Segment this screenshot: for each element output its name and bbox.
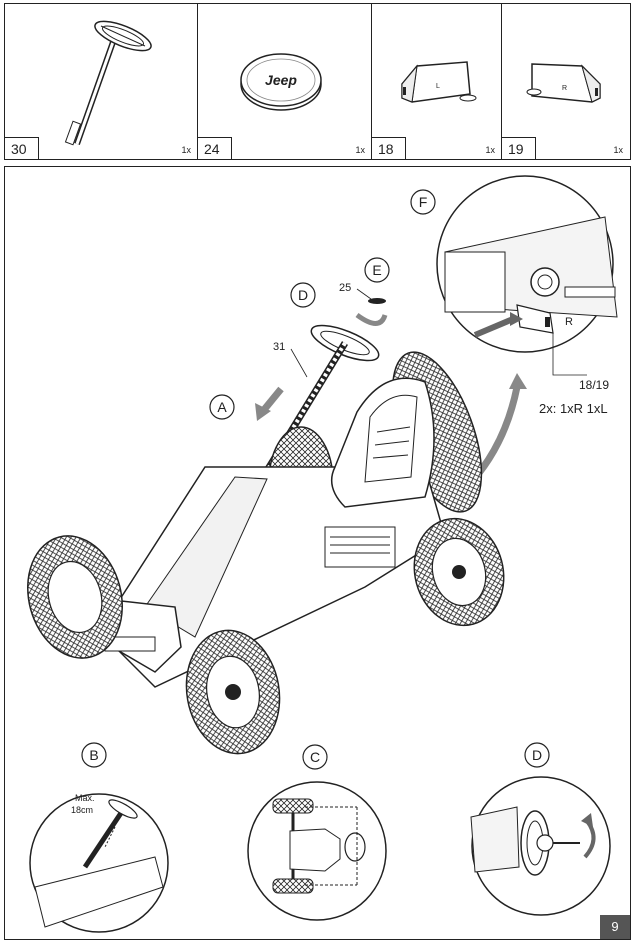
page-number: 9 [600,915,630,939]
bracket-right-illustration: R [526,63,601,103]
bracket-mark-l: L [436,83,440,90]
callout-f: F [419,194,428,210]
detail-b: Max. 18cm [29,793,169,933]
part-quantity: 1x [355,145,365,155]
detail-c [247,781,387,921]
part-ref-25: 25 [339,282,351,294]
go-kart [27,351,505,755]
part-quantity: 1x [485,145,495,155]
part-number: 19 [502,137,536,159]
bracket-mark-r: R [562,85,567,92]
part-number: 18 [372,137,406,159]
part-number: 24 [198,137,232,159]
part-quantity: 1x [613,145,623,155]
detail-b-max: Max. [75,793,95,803]
part-ref-31: 31 [273,341,285,353]
jeep-logo-text: Jeep [265,72,297,88]
detail-f-r-label: R [565,316,573,328]
part-18-cell: L 18 1x [372,4,502,159]
callout-f-circle [410,189,436,215]
assembly-panel: R F 18/19 2x: 1xR 1xL D E 25 31 A [4,166,631,940]
callout-b: B [89,747,98,763]
part-24-cell: Jeep 24 1x [198,4,372,159]
note-2x: 2x: 1xR 1xL [539,401,608,416]
callout-d-top: D [298,287,308,303]
part-30-cell: 30 1x [5,4,198,159]
callout-c: C [310,749,320,765]
callout-a: A [217,399,227,415]
jeep-cap-illustration: Jeep [240,53,322,111]
detail-d [470,776,611,916]
detail-b-18cm: 18cm [71,805,93,815]
part-ref-18-19: 18/19 [579,378,609,392]
part-number: 30 [5,137,39,159]
part-19-cell: R 19 1x [502,4,629,159]
assembly-illustration: R F 18/19 2x: 1xR 1xL D E 25 31 A [27,175,618,933]
callout-d-bottom: D [532,747,542,763]
callout-e: E [372,262,381,278]
parts-row: 30 1x Jeep 24 1x L 18 1x [4,3,631,160]
detail-f: R [436,175,618,353]
steering-column-illustration [64,20,152,146]
part-quantity: 1x [181,145,191,155]
bracket-left-illustration: L [401,61,477,103]
